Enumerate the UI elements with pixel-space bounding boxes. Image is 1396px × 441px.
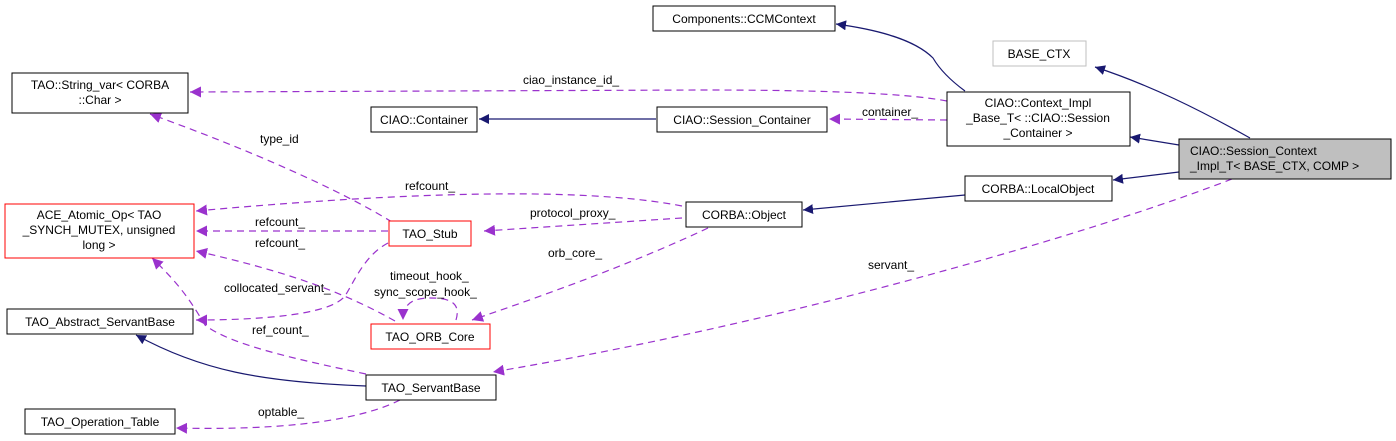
- edge-inherit-localobject-to-corbaobject: [802, 194, 966, 215]
- edge-use-optable: [175, 399, 401, 434]
- node-ccm-context[interactable]: Components::CCMContext: [652, 5, 836, 32]
- node-string-var[interactable]: TAO::String_var< CORBA ::Char >: [11, 72, 189, 114]
- node-session-context-impl[interactable]: CIAO::Session_Context _Impl_T< BASE_CTX,…: [1178, 138, 1392, 180]
- node-ciao-container[interactable]: CIAO::Container: [370, 106, 478, 133]
- node-context-impl-base[interactable]: CIAO::Context_Impl _Base_T< ::CIAO::Sess…: [946, 91, 1131, 147]
- node-label-line: CIAO::Container: [380, 113, 468, 127]
- edge-label-ref-count: ref_count_: [252, 323, 309, 337]
- node-session-container[interactable]: CIAO::Session_Container: [656, 106, 828, 133]
- edge-use-container: [828, 113, 948, 125]
- node-label-line: _Container >: [1002, 126, 1072, 140]
- node-servant-base[interactable]: TAO_ServantBase: [365, 374, 497, 401]
- edge-label-collocated-servant: collocated_servant_: [224, 281, 331, 295]
- node-label-line: CORBA::Object: [702, 208, 787, 222]
- node-label-line: Components::CCMContext: [672, 12, 816, 26]
- node-corba-object[interactable]: CORBA::Object: [685, 201, 803, 228]
- node-label-line: ::Char >: [78, 93, 121, 107]
- edge-inherit-session-to-basectx: [1094, 65, 1251, 139]
- edge-label-timeout-hook: timeout_hook_: [390, 269, 469, 283]
- node-atomic-op[interactable]: ACE_Atomic_Op< TAO _SYNCH_MUTEX, unsigne…: [4, 203, 195, 259]
- edge-inherit-servantbase-to-abstract: [135, 334, 367, 387]
- node-label-line: CIAO::Session_Context: [1190, 144, 1317, 158]
- node-label-line: TAO::String_var< CORBA: [31, 78, 169, 92]
- edge-label-ciao-instance-id: ciao_instance_id_: [523, 73, 619, 87]
- node-label-line: TAO_ServantBase: [381, 381, 480, 395]
- edge-use-type-id: [149, 112, 393, 223]
- node-label-line: long >: [82, 238, 115, 252]
- edge-label-protocol-proxy: protocol_proxy_: [530, 206, 616, 220]
- edge-use-orb-core: [471, 227, 709, 322]
- node-label-line: TAO_Stub: [402, 227, 457, 241]
- node-abstract-servant-base[interactable]: TAO_Abstract_ServantBase: [6, 308, 194, 335]
- edge-label-refcount-stub: refcount_: [255, 215, 305, 229]
- edge-use-refcount-object: [195, 193, 683, 216]
- node-label-line: CIAO::Context_Impl: [985, 96, 1092, 110]
- edge-use-collocated-servant: [195, 242, 389, 326]
- edge-use-protocol-proxy: [483, 217, 683, 236]
- edge-label-refcount-object: refcount_: [405, 179, 455, 193]
- edge-label-optable: optable_: [258, 405, 304, 419]
- edge-label-container: container_: [862, 105, 918, 119]
- edge-use-servant: [492, 178, 1233, 376]
- node-label-line: BASE_CTX: [1008, 47, 1071, 61]
- edge-label-servant: servant_: [868, 258, 914, 272]
- edge-inherit-session-to-localobject: [1112, 171, 1180, 184]
- node-label-line: _SYNCH_MUTEX, unsigned: [22, 223, 176, 237]
- node-label-line: CORBA::LocalObject: [982, 182, 1095, 196]
- edge-label-orb-core: orb_core_: [548, 246, 602, 260]
- node-local-object[interactable]: CORBA::LocalObject: [964, 175, 1113, 202]
- node-label-line: _Base_T< ::CIAO::Session: [965, 111, 1110, 125]
- node-label-line: ACE_Atomic_Op< TAO: [37, 208, 162, 222]
- edge-label-refcount-orb: refcount_: [255, 236, 305, 250]
- node-label-line: TAO_Operation_Table: [41, 415, 160, 429]
- edge-use-refcount-orb: [195, 248, 396, 322]
- edge-inherit-session-to-contextimpl: [1129, 133, 1180, 146]
- node-label-line: _Impl_T< BASE_CTX, COMP >: [1189, 159, 1359, 173]
- edge-use-hooks-self: [397, 297, 458, 321]
- node-label-line: TAO_Abstract_ServantBase: [25, 315, 175, 329]
- node-label-line: CIAO::Session_Container: [673, 113, 810, 127]
- node-label-line: TAO_ORB_Core: [385, 330, 474, 344]
- edge-use-ref-count: [151, 257, 367, 375]
- edge-label-sync-scope-hook: sync_scope_hook_: [374, 285, 477, 299]
- node-tao-stub[interactable]: TAO_Stub: [388, 220, 472, 247]
- node-orb-core[interactable]: TAO_ORB_Core: [370, 323, 491, 350]
- node-base-ctx[interactable]: BASE_CTX: [992, 40, 1087, 67]
- edge-inherit-context-to-ccmcontext: [835, 20, 966, 92]
- edge-label-type-id: type_id: [260, 132, 299, 146]
- edge-use-ciao-instance-id: [189, 86, 948, 102]
- node-operation-table[interactable]: TAO_Operation_Table: [24, 408, 176, 435]
